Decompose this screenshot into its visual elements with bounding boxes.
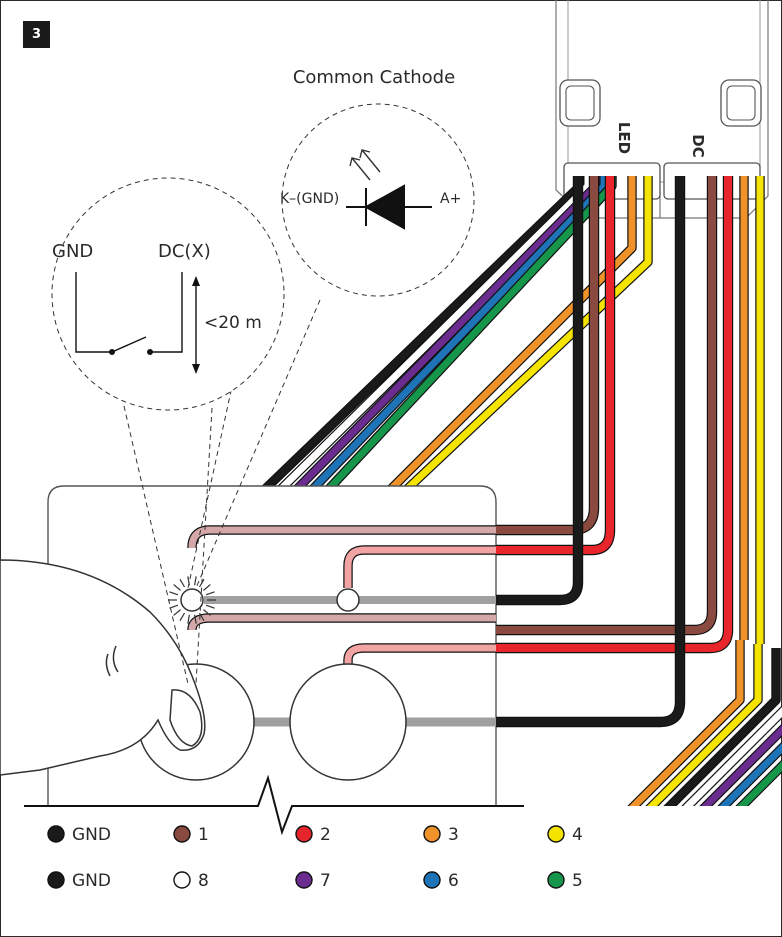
latch-left [559, 79, 601, 127]
legend-swatch [423, 825, 441, 843]
wire-red-led [496, 176, 616, 556]
legend-item: GND [47, 825, 111, 845]
legend-swatch [47, 825, 65, 843]
light-emission-arrows [349, 149, 381, 181]
break-line [24, 774, 524, 836]
legend-label: 6 [448, 871, 459, 891]
common-cathode-title: Common Cathode [293, 67, 455, 88]
legend-swatch [295, 871, 313, 889]
wire-panel-pink-lower [343, 643, 496, 666]
legend-item: GND [47, 871, 111, 891]
wire-right-yellow [645, 644, 763, 806]
legend-swatch [173, 825, 191, 843]
wire-panel-rose-lower [187, 613, 496, 631]
distance-label: <20 m [204, 313, 262, 333]
legend-swatch [423, 871, 441, 889]
legend-label: 3 [448, 825, 459, 845]
legend-label: 8 [198, 871, 209, 891]
anode-label: A+ [440, 191, 461, 207]
wire-right-purple [699, 723, 782, 806]
legend-item: 6 [423, 871, 459, 891]
wire-diag-blue [306, 176, 609, 496]
legend-label: GND [72, 871, 111, 891]
legend-label: 4 [572, 825, 583, 845]
wire-black-dc [496, 176, 686, 728]
diode-symbol [346, 184, 432, 230]
led-indicator-1 [180, 588, 204, 612]
wire-black-led [496, 176, 584, 606]
switch-wiring-inset: GND DC(X) <20 m [51, 177, 285, 411]
legend-item: 3 [423, 825, 459, 845]
legend-label: GND [72, 825, 111, 845]
legend-label: 7 [320, 871, 331, 891]
switch-dc-label: DC(X) [158, 241, 211, 262]
legend-item: 1 [173, 825, 209, 845]
legend-item: 7 [295, 871, 331, 891]
wire-panel-rose-upper [187, 525, 496, 549]
led-indicator-2 [336, 588, 360, 612]
common-cathode-inset: Common Cathode K–(GND) A+ [280, 67, 475, 297]
connector-dc-label: DC [689, 134, 707, 157]
switch-gnd-label: GND [52, 241, 93, 262]
legend-item: 8 [173, 871, 209, 891]
cathode-label: K–(GND) [280, 191, 339, 207]
legend-label: 5 [572, 871, 583, 891]
wire-right-white [681, 705, 782, 806]
legend-swatch [547, 871, 565, 889]
wire-diag-yellow [400, 176, 653, 496]
wire-right-blue [717, 741, 782, 806]
step-badge: 3 [23, 21, 50, 48]
wire-bundle-right [627, 176, 782, 806]
wire-right-green [735, 759, 782, 806]
legend-item: 4 [547, 825, 583, 845]
legend-item: 5 [547, 871, 583, 891]
legend-label: 2 [320, 825, 331, 845]
wire-red-dc [496, 176, 734, 654]
wire-brown-led [496, 176, 600, 536]
wire-brown-dc [496, 176, 718, 636]
connector-led-label: LED [615, 122, 633, 154]
latch-right [720, 79, 762, 127]
legend-swatch [173, 871, 191, 889]
legend-swatch [47, 871, 65, 889]
legend-label: 1 [198, 825, 209, 845]
legend-swatch [295, 825, 313, 843]
distance-arrow [192, 276, 200, 374]
wire-right-black [663, 648, 781, 806]
push-button-2 [289, 663, 407, 781]
wire-panel-pink-upper [343, 545, 496, 588]
wire-right-orange [627, 640, 745, 806]
switch-schematic [75, 272, 183, 356]
legend-item: 2 [295, 825, 331, 845]
finger-illustration [0, 559, 206, 776]
wire-diag-white [274, 176, 593, 496]
wire-diag-orange [384, 176, 637, 496]
panel-wiring [187, 176, 734, 728]
legend-swatch [547, 825, 565, 843]
callout-lines [123, 239, 321, 685]
